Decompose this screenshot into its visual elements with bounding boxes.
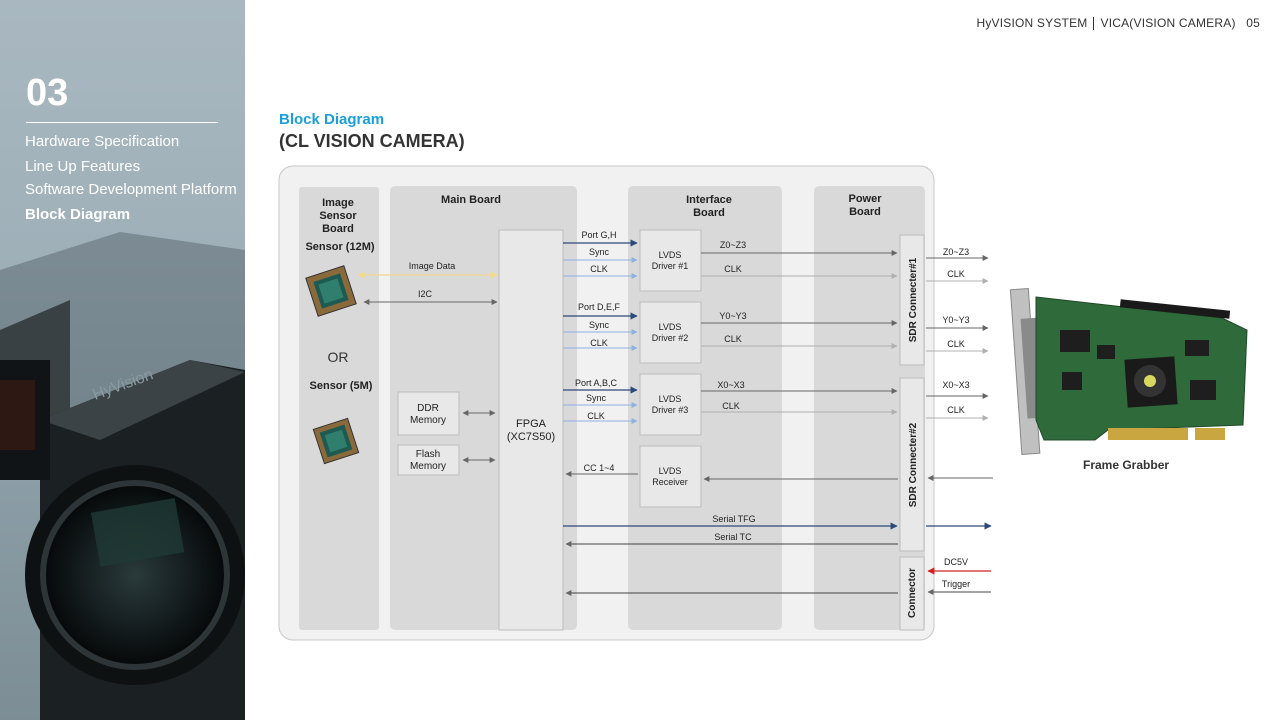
lvds-driver-2-label-2: Driver #2 xyxy=(652,333,689,343)
y-output-label: Y0~Y3 xyxy=(719,311,746,321)
lvds-driver-2-label-1: LVDS xyxy=(659,322,682,332)
power-board-title-1: Power xyxy=(848,193,882,205)
y-clk-external-label: CLK xyxy=(947,339,965,349)
flash-memory-label-2: Memory xyxy=(410,461,446,472)
menu-item-software-development-platform[interactable]: Software Development Platform xyxy=(25,181,237,198)
y-clk-label: CLK xyxy=(724,334,742,344)
interface-board-title-1: Interface xyxy=(686,194,732,206)
interface-board-title-2: Board xyxy=(693,207,725,219)
lvds-driver-3-box xyxy=(639,373,702,436)
fpga-label-1: FPGA xyxy=(516,418,547,430)
lvds-receiver-label-2: Receiver xyxy=(652,477,688,487)
power-connector xyxy=(899,556,925,631)
sync-2-label: Sync xyxy=(589,320,610,330)
header-company: HyVISION SYSTEM xyxy=(976,16,1088,30)
serial-tc-label: Serial TC xyxy=(714,532,752,542)
sdr-connector-1 xyxy=(899,234,925,366)
main-board-title: Main Board xyxy=(441,194,501,206)
x-output-label: X0~X3 xyxy=(717,380,744,390)
sensor-chip-5m-icon xyxy=(312,417,360,465)
port-gh-label: Port G,H xyxy=(581,230,616,240)
clk-1-label: CLK xyxy=(590,264,608,274)
ddr-memory-label-1: DDR xyxy=(417,403,439,414)
z-clk-external-label: CLK xyxy=(947,269,965,279)
lvds-driver-3-label-1: LVDS xyxy=(659,394,682,404)
sdr-connector-2 xyxy=(899,377,925,552)
lvds-receiver-box xyxy=(639,445,702,508)
lvds-receiver-label-1: LVDS xyxy=(659,466,682,476)
image-data-label: Image Data xyxy=(409,261,456,271)
sdr-connector-2-label: SDR Connecter#2 xyxy=(908,422,919,507)
frame-grabber-card xyxy=(1009,288,1248,455)
interface-board xyxy=(628,186,782,630)
sensor-chip-12m-icon xyxy=(305,265,357,317)
sdr-connector-1-label: SDR Connecter#1 xyxy=(908,257,919,342)
fpga-label-2: (XC7S50) xyxy=(507,431,555,443)
clk-2-label: CLK xyxy=(590,338,608,348)
section-divider xyxy=(26,122,218,123)
power-board-title-2: Board xyxy=(849,206,881,218)
sync-1-label: Sync xyxy=(589,247,610,257)
image-sensor-board-title-3: Board xyxy=(322,223,354,235)
port-abc-label: Port A,B,C xyxy=(575,378,618,388)
page-header: HyVISION SYSTEM VICA(VISION CAMERA) 05 xyxy=(976,16,1260,31)
power-connector-label: Connector xyxy=(907,568,918,618)
ddr-memory-box xyxy=(397,391,460,436)
page-number: 05 xyxy=(1246,16,1260,30)
z-external-label: Z0~Z3 xyxy=(943,247,969,257)
or-label: OR xyxy=(328,349,349,365)
cc-label: CC 1~4 xyxy=(584,463,615,473)
lvds-driver-3-label-2: Driver #3 xyxy=(652,405,689,415)
power-board xyxy=(814,186,925,630)
menu-item-block-diagram[interactable]: Block Diagram xyxy=(25,206,131,223)
flash-memory-box xyxy=(397,444,460,476)
page-title: Block Diagram xyxy=(279,111,385,128)
lvds-driver-1-label-1: LVDS xyxy=(659,250,682,260)
z-output-label: Z0~Z3 xyxy=(720,240,746,250)
fpga-box xyxy=(498,229,564,631)
x-clk-external-label: CLK xyxy=(947,405,965,415)
frame-grabber-label: Frame Grabber xyxy=(1083,458,1170,472)
section-number: 03 xyxy=(26,72,69,114)
port-def-label: Port D,E,F xyxy=(578,302,621,312)
serial-tfg-label: Serial TFG xyxy=(712,514,755,524)
i2c-label: I2C xyxy=(418,289,433,299)
image-sensor-board-title-1: Image xyxy=(322,197,354,209)
lvds-driver-1-label-2: Driver #1 xyxy=(652,261,689,271)
sensor-12m-label: Sensor (12M) xyxy=(305,241,374,253)
image-sensor-board-title-2: Sensor xyxy=(319,210,357,222)
menu-item-line-up-features[interactable]: Line Up Features xyxy=(25,158,141,175)
x-clk-label: CLK xyxy=(722,401,740,411)
flash-memory-label-1: Flash xyxy=(416,449,440,460)
lvds-driver-2-box xyxy=(639,301,702,364)
clk-3-label: CLK xyxy=(587,411,605,421)
image-sensor-board xyxy=(299,187,379,630)
x-external-label: X0~X3 xyxy=(942,380,969,390)
sidebar: HyVision 03 Hardware Specification Line … xyxy=(0,0,245,720)
sync-3-label: Sync xyxy=(586,393,607,403)
page-subtitle: (CL VISION CAMERA) xyxy=(279,131,465,151)
sensor-5m-label: Sensor (5M) xyxy=(310,380,373,392)
trigger-label: Trigger xyxy=(942,579,970,589)
camera-photo: HyVision xyxy=(0,232,245,720)
dc5v-label: DC5V xyxy=(944,557,968,567)
header-product: VICA(VISION CAMERA) xyxy=(1100,16,1236,30)
header-separator xyxy=(1093,17,1095,31)
y-external-label: Y0~Y3 xyxy=(942,315,969,325)
ddr-memory-label-2: Memory xyxy=(410,415,446,426)
lvds-driver-1-box xyxy=(639,229,702,292)
menu-item-hardware-specification[interactable]: Hardware Specification xyxy=(25,133,180,150)
z-clk-label: CLK xyxy=(724,264,742,274)
